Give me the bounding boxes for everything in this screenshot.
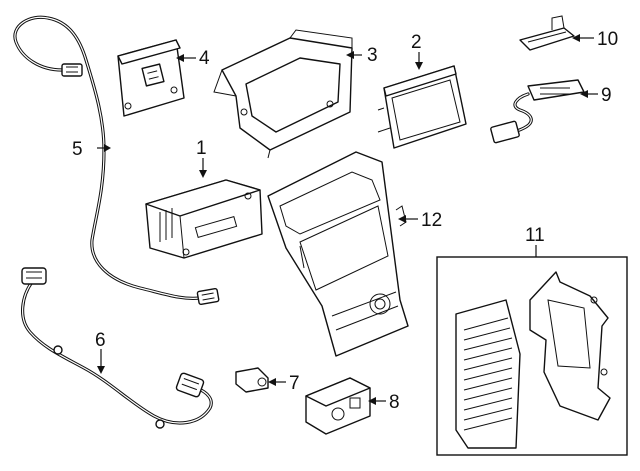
- part-3-bracket: [213, 29, 353, 159]
- part-5-cable: [13, 15, 220, 306]
- callout-12: 12: [421, 210, 442, 231]
- callout-6: 6: [95, 330, 106, 351]
- callout-4: 4: [199, 48, 210, 69]
- callout-8: 8: [389, 392, 400, 413]
- callout-3: 3: [367, 45, 378, 66]
- part-9-usb-port: [490, 79, 585, 144]
- callout-1: 1: [196, 138, 207, 159]
- callout-5: 5: [72, 139, 83, 160]
- callout-11: 11: [525, 225, 545, 246]
- callout-10: 10: [597, 29, 618, 50]
- part-2-display: [377, 65, 467, 149]
- part-6-harness: [21, 267, 213, 429]
- part-10-bracket: [519, 15, 575, 51]
- callout-2: 2: [411, 32, 422, 53]
- part-11-amplifier: [455, 299, 521, 449]
- part-1-radio: [145, 179, 263, 259]
- part-12-faceplate: [267, 151, 409, 357]
- callout-7: 7: [289, 373, 300, 394]
- part-11-box: [436, 256, 628, 456]
- callout-9: 9: [601, 85, 612, 106]
- part-7-connector: [235, 367, 269, 393]
- part-8-switch: [305, 377, 371, 435]
- part-4-module: [117, 39, 185, 117]
- part-11-bracket: [529, 271, 611, 421]
